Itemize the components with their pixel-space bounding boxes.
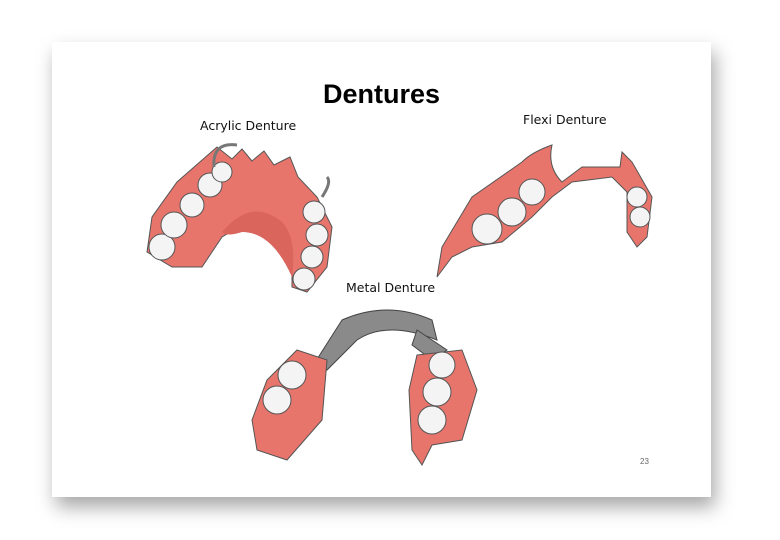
acrylic-denture-image — [146, 143, 333, 293]
slide: Dentures Acrylic Denture Flexi Denture M… — [52, 42, 711, 497]
metal-denture-label: Metal Denture — [346, 280, 436, 295]
metal-denture-image — [251, 309, 478, 466]
slide-title: Dentures — [322, 79, 441, 109]
acrylic-denture-label: Acrylic Denture — [200, 118, 297, 133]
flexi-denture-label: Flexi Denture — [523, 112, 607, 127]
page-number: 23 — [640, 457, 649, 466]
flexi-denture-image — [436, 144, 653, 278]
